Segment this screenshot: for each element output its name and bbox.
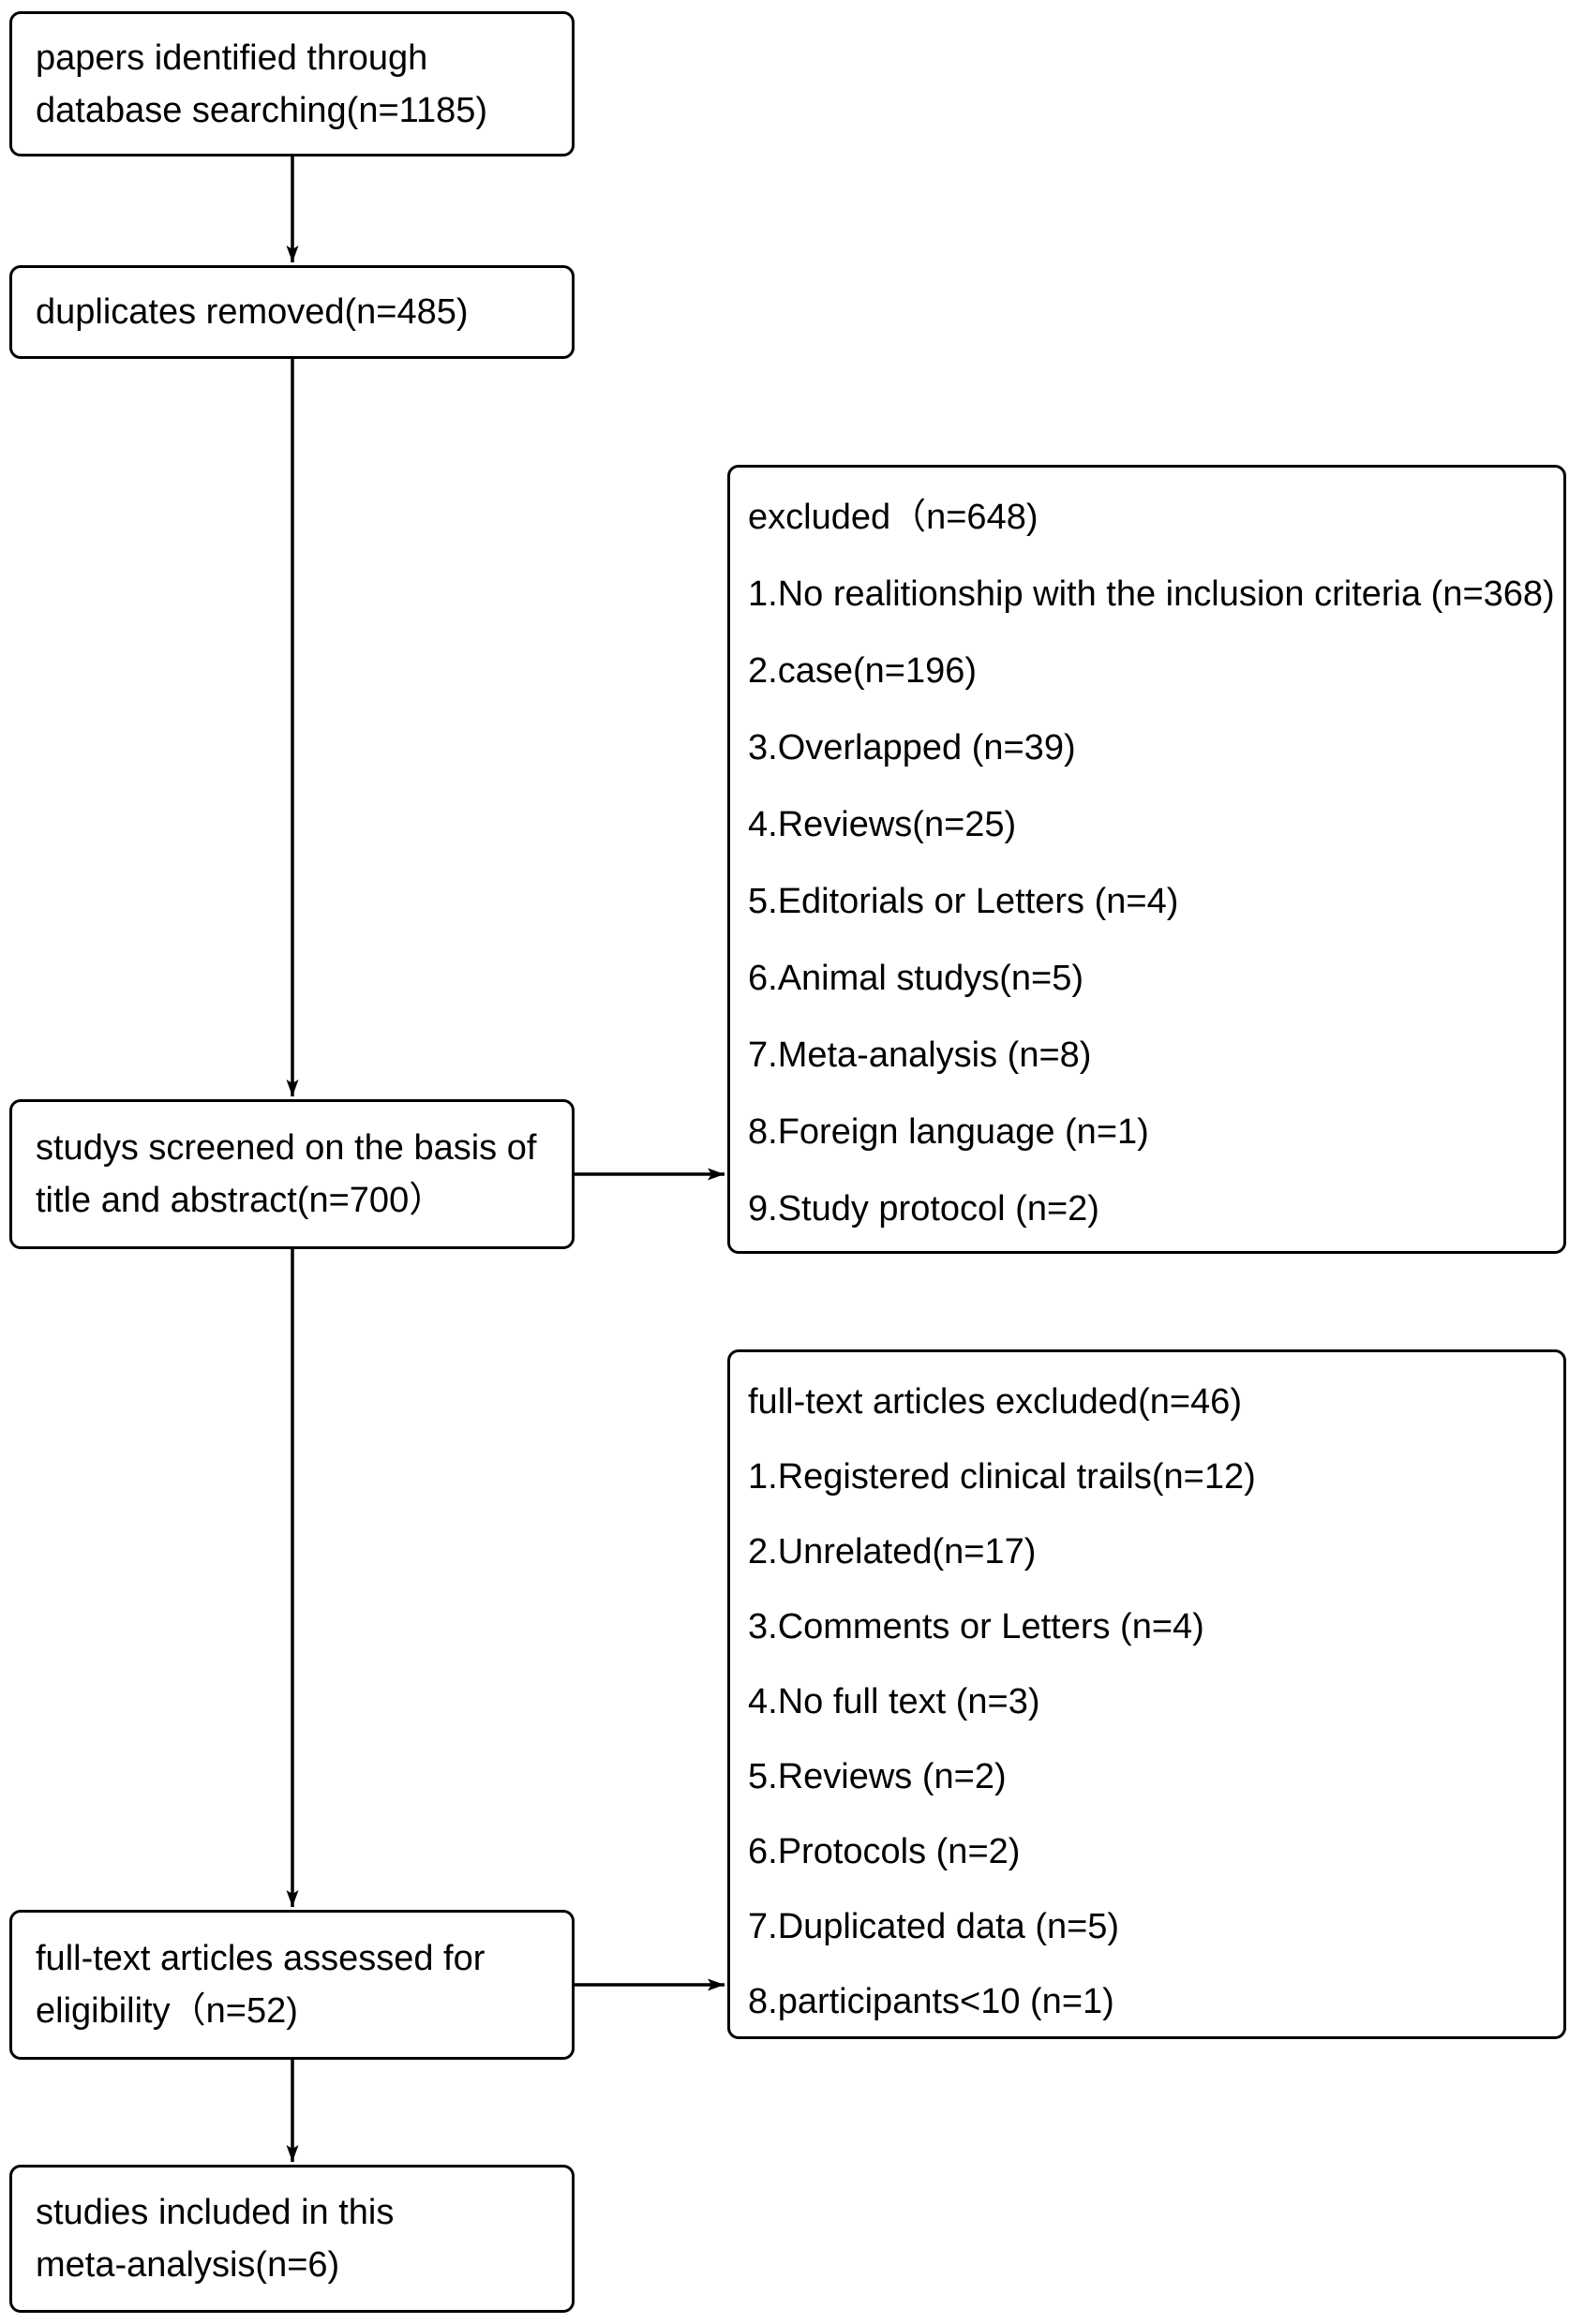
excluded-records-item: 6.Animal studys(n=5) (748, 959, 1083, 998)
fulltext-excluded-item: 1.Registered clinical trails(n=12) (748, 1457, 1256, 1497)
box-fulltext-assessed-line: eligibility（n=52) (36, 1991, 298, 2031)
box-fulltext-excluded: full-text articles excluded(n=46) 1.Regi… (727, 1349, 1566, 2039)
box-fulltext-assessed-line: full-text articles assessed for (36, 1939, 486, 1978)
excluded-records-item: 7.Meta-analysis (n=8) (748, 1035, 1092, 1075)
excluded-records-item: 9.Study protocol (n=2) (748, 1189, 1099, 1229)
fulltext-excluded-item: 4.No full text (n=3) (748, 1682, 1040, 1721)
box-records-identified-line: papers identified through (36, 37, 428, 78)
box-studies-included: studies included in this meta-analysis(n… (9, 2165, 575, 2313)
fulltext-excluded-item: 6.Protocols (n=2) (748, 1832, 1021, 1871)
fulltext-excluded-item: 3.Comments or Letters (n=4) (748, 1607, 1204, 1646)
box-duplicates-removed-line: duplicates removed(n=485) (36, 292, 469, 332)
excluded-records-item: 2.case(n=196) (748, 651, 977, 691)
excluded-records-item: 3.Overlapped (n=39) (748, 728, 1076, 767)
fulltext-excluded-item: 7.Duplicated data (n=5) (748, 1907, 1120, 1946)
box-studies-included-line: meta-analysis(n=6) (36, 2245, 340, 2285)
box-studies-screened-line: title and abstract(n=700） (36, 1181, 445, 1220)
excluded-records-item: 5.Editorials or Letters (n=4) (748, 882, 1179, 921)
fulltext-excluded-item: 8.participants<10 (n=1) (748, 1982, 1114, 2021)
box-records-identified: papers identified through database searc… (9, 11, 575, 156)
box-studies-screened-line: studys screened on the basis of (36, 1128, 537, 1168)
box-records-identified-line: database searching(n=1185) (36, 90, 488, 130)
box-studies-included-line: studies included in this (36, 2193, 395, 2232)
fulltext-excluded-item: 5.Reviews (n=2) (748, 1757, 1007, 1796)
box-studies-screened: studys screened on the basis of title an… (9, 1099, 575, 1249)
box-duplicates-removed: duplicates removed(n=485) (9, 265, 575, 359)
fulltext-excluded-title: full-text articles excluded(n=46) (748, 1382, 1242, 1422)
box-excluded-records: excluded（n=648) 1.No realitionship with … (727, 465, 1566, 1254)
excluded-records-item: 4.Reviews(n=25) (748, 805, 1017, 844)
fulltext-excluded-item: 2.Unrelated(n=17) (748, 1532, 1037, 1572)
excluded-records-item: 1.No realitionship with the inclusion cr… (748, 574, 1555, 614)
excluded-records-title: excluded（n=648) (748, 498, 1039, 537)
excluded-records-item: 8.Foreign language (n=1) (748, 1112, 1149, 1152)
box-fulltext-assessed: full-text articles assessed for eligibil… (9, 1910, 575, 2060)
